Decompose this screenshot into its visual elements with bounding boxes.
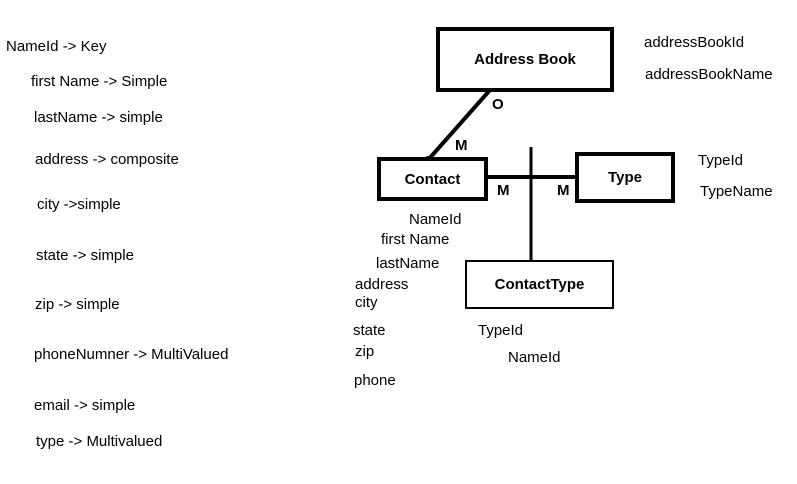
contact-attr-phone: phone	[354, 372, 396, 389]
contacttype-attr-typeid: TypeId	[478, 322, 524, 339]
cardinality-addressbook-o: O	[492, 96, 504, 113]
attribute-phonenumber: phoneNumner -> MultiValued	[34, 346, 229, 363]
contact-attr-state: state	[353, 322, 386, 339]
contacttype-attr-nameid: NameId	[508, 349, 561, 366]
cardinality-contact-type-m: M	[497, 182, 510, 199]
addressbook-attr-id: addressBookId	[644, 34, 745, 51]
contact-attr-firstname: first Name	[381, 231, 450, 248]
attribute-city: city ->simple	[37, 196, 121, 213]
type-attr-name: TypeName	[700, 183, 773, 200]
type-attr-id: TypeId	[698, 152, 744, 169]
attribute-type: type -> Multivalued	[36, 433, 163, 450]
cardinality-type-m: M	[557, 182, 570, 199]
attribute-state: state -> simple	[36, 247, 134, 264]
entity-type: Type	[575, 152, 675, 203]
attribute-address: address -> composite	[35, 151, 179, 168]
cardinality-contact-m: M	[455, 137, 468, 154]
contact-attr-address: address	[355, 276, 409, 293]
entity-address-book: Address Book	[436, 27, 614, 92]
attribute-email: email -> simple	[34, 397, 136, 414]
attribute-zip: zip -> simple	[35, 296, 120, 313]
attribute-firstname: first Name -> Simple	[31, 73, 168, 90]
contact-attr-zip: zip	[355, 343, 375, 360]
attribute-lastname: lastName -> simple	[34, 109, 163, 126]
entity-contact-type: ContactType	[465, 260, 614, 309]
addressbook-attr-name: addressBookName	[645, 66, 773, 83]
entity-contact: Contact	[377, 157, 488, 201]
attribute-nameid-key: NameId -> Key	[6, 38, 107, 55]
contact-attr-nameid: NameId	[409, 211, 462, 228]
addressbook-contact-line	[426, 88, 492, 162]
contact-attr-lastname: lastName	[376, 255, 440, 272]
contact-attr-city: city	[355, 294, 378, 311]
